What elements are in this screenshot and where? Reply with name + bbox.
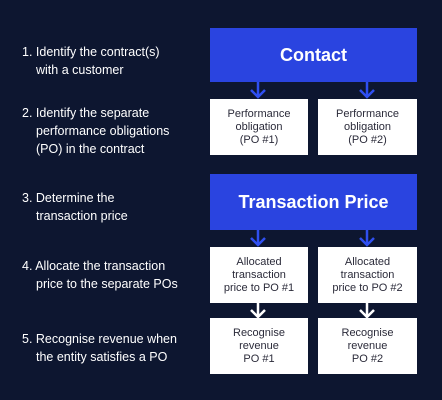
allocated-price-1-box: Allocated transaction price to PO #1 (210, 247, 308, 303)
alloc-1-line-3: price to PO #1 (223, 281, 295, 294)
po-1-box: Performance obligation (PO #1) (210, 99, 308, 155)
step-5-line-1: 5. Recognise revenue when (22, 332, 177, 346)
contact-box: Contact (210, 28, 417, 82)
step-4-line-1: 4. Allocate the transaction (22, 259, 166, 273)
step-5: 5. Recognise revenue when the entity sat… (22, 330, 177, 366)
po-2-line-3: (PO #2) (348, 133, 387, 146)
alloc-1-line-1: Allocated (236, 255, 282, 268)
arrow-down-icon (250, 82, 266, 99)
alloc-2-line-1: Allocated (344, 255, 391, 268)
step-2-line-2: performance obligations (36, 124, 170, 138)
po-2-line-1: Performance (336, 107, 399, 120)
rev-2-line-1: Recognise (341, 326, 394, 339)
step-1-line-2: with a customer (36, 63, 124, 77)
arrow-down-icon (359, 230, 375, 247)
step-1-line-1: 1. Identify the contract(s) (22, 45, 160, 59)
rev-2-line-3: PO #2 (351, 352, 384, 365)
step-4: 4. Allocate the transaction price to the… (22, 257, 178, 293)
po-1-line-3: (PO #1) (239, 133, 279, 146)
step-1: 1. Identify the contract(s) with a custo… (22, 43, 160, 79)
contact-label: Contact (280, 44, 347, 65)
alloc-2-line-3: price to PO #2 (332, 281, 403, 294)
step-2: 2. Identify the separate performance obl… (22, 104, 169, 158)
step-4-line-2: price to the separate POs (36, 277, 178, 291)
rev-1-line-3: PO #1 (243, 352, 275, 365)
arrow-down-icon (250, 230, 266, 247)
arrow-down-icon (359, 302, 375, 319)
step-3-line-2: transaction price (36, 209, 128, 223)
step-5-line-2: the entity satisfies a PO (36, 350, 168, 364)
allocated-price-2-box: Allocated transaction price to PO #2 (318, 247, 417, 303)
arrow-down-icon (250, 302, 266, 319)
step-3-line-1: 3. Determine the (22, 191, 115, 205)
step-2-line-1: 2. Identify the separate (22, 106, 150, 120)
po-1-line-1: Performance (227, 107, 291, 120)
transaction-price-box: Transaction Price (210, 174, 417, 230)
rev-2-line-2: revenue (347, 339, 388, 352)
recognise-revenue-2-box: Recognise revenue PO #2 (318, 318, 417, 374)
transaction-price-label: Transaction Price (238, 191, 389, 212)
alloc-1-line-2: transaction (232, 268, 286, 281)
alloc-2-line-2: transaction (340, 268, 395, 281)
rev-1-line-2: revenue (239, 339, 279, 352)
po-2-line-2: obligation (343, 120, 392, 133)
po-2-box: Performance obligation (PO #2) (318, 99, 417, 155)
step-2-line-3: (PO) in the contract (36, 142, 145, 156)
step-3: 3. Determine the transaction price (22, 189, 128, 225)
rev-1-line-1: Recognise (233, 326, 285, 339)
po-1-line-2: obligation (235, 120, 283, 133)
recognise-revenue-1-box: Recognise revenue PO #1 (210, 318, 308, 374)
arrow-down-icon (359, 82, 375, 99)
